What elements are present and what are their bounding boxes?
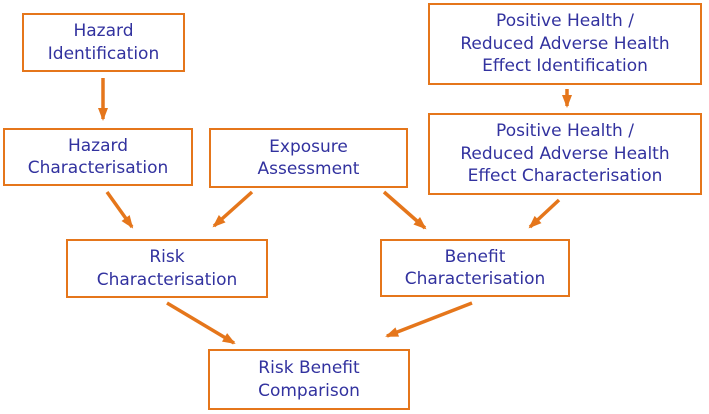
node-risk-characterisation: Risk Characterisation [66,239,268,298]
node-label: Risk Benefit Comparison [258,358,360,401]
node-label: Risk Characterisation [96,247,238,290]
node-benefit-characterisation: Benefit Characterisation [380,239,570,297]
arrow-benefit-characterisation-to-risk-benefit-comparison [385,301,473,338]
node-positive-health-characterisation: Positive Health / Reduced Adverse Health… [428,113,702,195]
node-label: Positive Health / Reduced Adverse Health… [460,11,670,77]
node-risk-benefit-comparison: Risk Benefit Comparison [208,349,410,410]
arrow-exposure-assessment-to-risk-characterisation [212,190,254,228]
node-label: Exposure Assessment [257,136,360,179]
node-positive-health-identification: Positive Health / Reduced Adverse Health… [428,3,702,85]
node-label: Benefit Characterisation [404,246,546,289]
arrow-risk-characterisation-to-risk-benefit-comparison [166,301,236,345]
node-label: Positive Health / Reduced Adverse Health… [460,121,670,187]
node-label: Hazard Identification [47,21,160,64]
arrow-exposure-assessment-to-benefit-characterisation [382,190,427,230]
node-label: Hazard Characterisation [27,135,169,178]
node-hazard-identification: Hazard Identification [22,13,185,72]
arrow-hazard-characterisation-to-risk-characterisation [105,190,134,229]
node-hazard-characterisation: Hazard Characterisation [3,128,193,186]
node-exposure-assessment: Exposure Assessment [209,128,408,188]
arrow-positive-health-characterisation-to-benefit-characterisation [528,198,561,229]
